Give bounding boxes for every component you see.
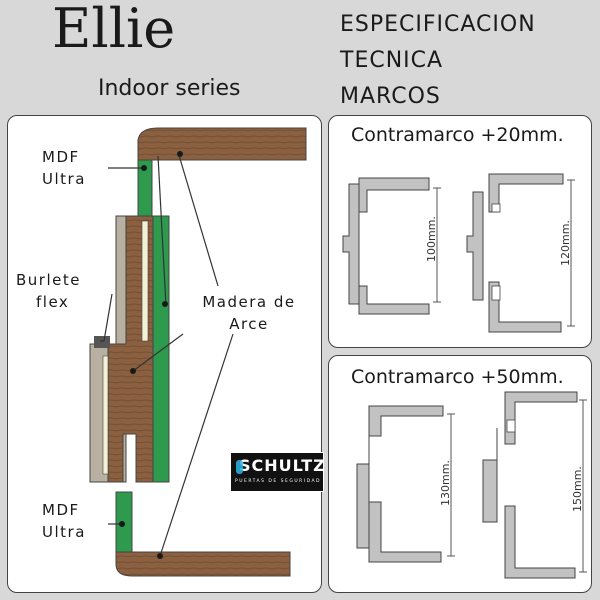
dim-130mm: 130mm. [439,460,452,506]
bottom-wood-plank [115,551,291,577]
burlete-gasket [94,336,110,348]
spec-title-line3: MARCOS [340,84,441,109]
contramarco-50-panel: Contramarco +50mm. 130mm. 150mm. [328,355,592,593]
frame-body-right [482,428,498,523]
dim-100mm: 100mm. [425,216,438,262]
logo-mark-icon [236,460,243,474]
frame-section-panel: MDF Ultra Burlete flex Madera de Arce MD… [7,115,322,593]
brand-subtitle: Indoor series [98,76,241,101]
contramarco-50-title: Contramarco +50mm. [351,366,564,388]
dim-150mm: 150mm. [571,466,584,512]
frame-section-diagram [89,127,307,577]
frame-top-left [358,177,430,213]
dim-120mm: 120mm. [559,220,572,266]
light-strip-top [141,220,149,342]
schultz-logo: SCHULTZ PUERTAS DE SEGURIDAD [230,452,326,492]
frame-bottom-left [368,501,442,563]
label-mdf-top: MDF Ultra [42,148,86,188]
spec-title-line2: TECNICA [340,48,444,73]
top-wood-plank [137,127,307,161]
label-burlete: Burlete flex [16,271,81,311]
frame-bottom-right [504,505,576,579]
logo-name: SCHULTZ [239,456,326,475]
spec-title-line1: ESPECIFICACION [340,12,536,37]
label-madera: Madera de Arce [202,293,296,333]
inner-mdf-strip [152,215,170,483]
frame-top-left [368,405,444,437]
leader-lines [100,151,234,557]
brand-title: Ellie [52,0,176,60]
frame-bottom-left [358,285,430,315]
contramarco-50-diagram [356,391,587,579]
logo-tagline: PUERTAS DE SEGURIDAD [235,479,322,484]
frame-body-left [356,420,370,549]
label-mdf-bottom: MDF Ultra [42,501,86,541]
contramarco-20-diagram [342,173,575,333]
contramarco-20-title: Contramarco +20mm. [351,124,564,146]
frame-top-right [504,391,578,445]
contramarco-20-panel: Contramarco +20mm. 100mm. 120mm. [328,115,592,348]
frame-body-right [466,191,484,301]
light-strip-left [102,355,109,475]
frame-body-left [342,183,360,305]
